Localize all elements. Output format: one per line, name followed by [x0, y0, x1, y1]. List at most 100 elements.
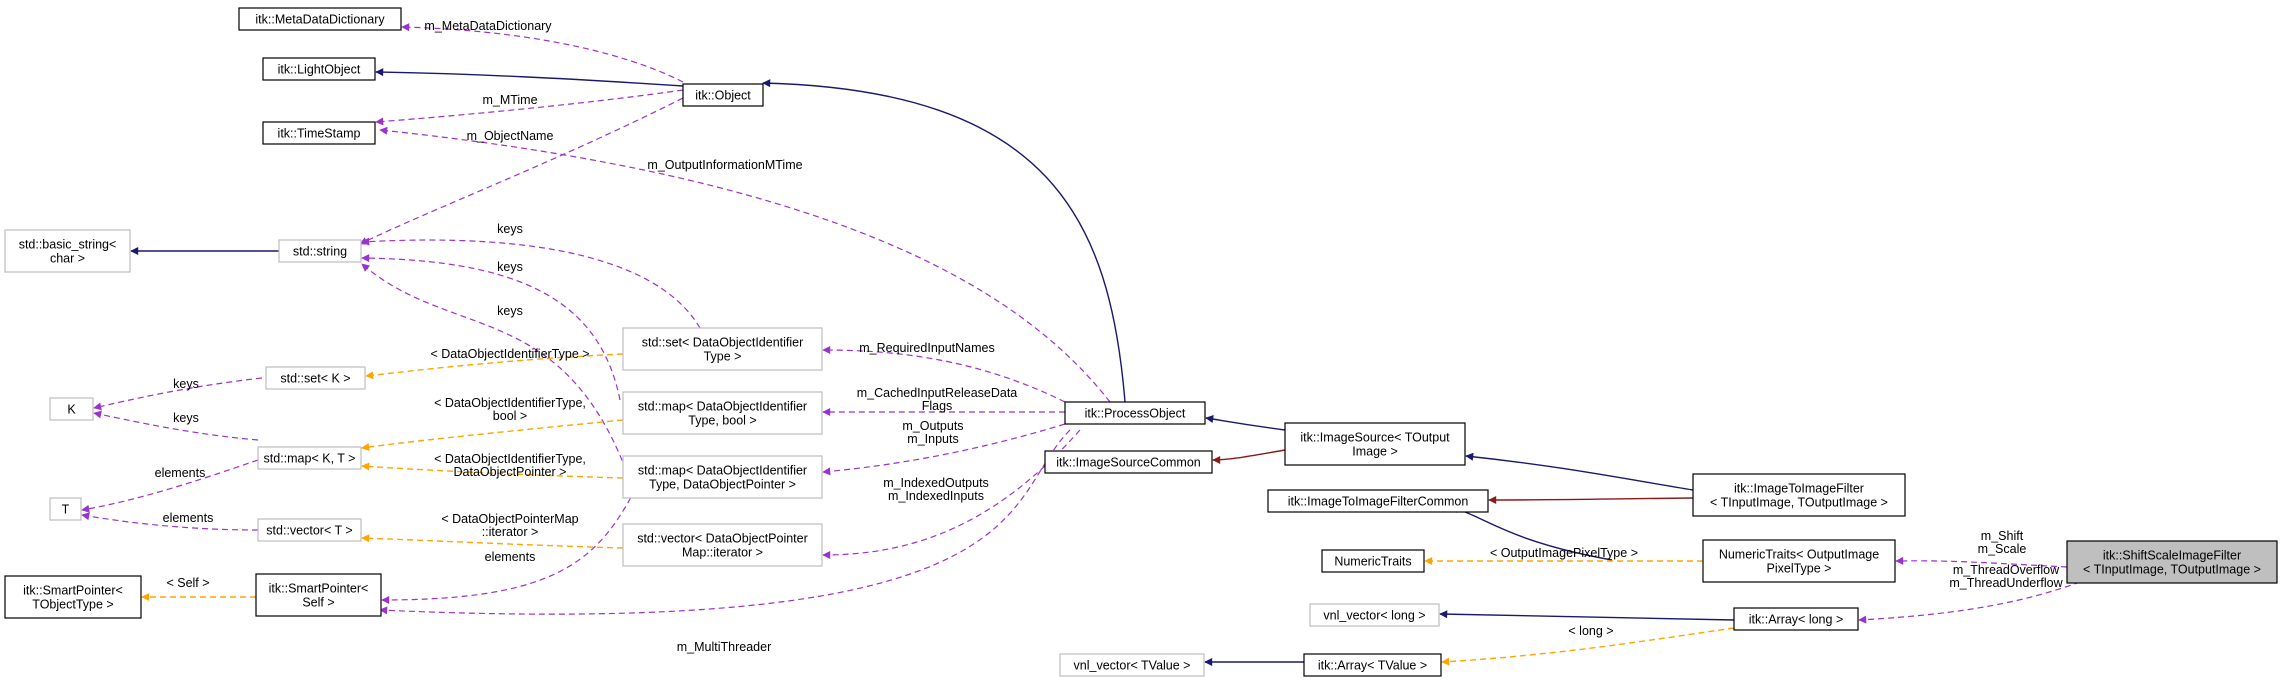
- node-imagesourcecommon[interactable]: itk::ImageSourceCommon: [1044, 450, 1213, 474]
- node-label: itk::ImageToImageFilter: [1734, 482, 1864, 496]
- node-box: [278, 239, 362, 263]
- node-label: itk::ShiftScaleImageFilter: [2103, 549, 2241, 563]
- node-imagetoimagefiltercommon[interactable]: itk::ImageToImageFilterCommon: [1267, 489, 1489, 513]
- edge-label-m-requiredinputnames: m_RequiredInputNames: [859, 341, 995, 355]
- node-box: [257, 518, 362, 542]
- node-box: [1702, 539, 1896, 583]
- edges: [81, 23, 2081, 666]
- node-box: [1064, 401, 1206, 425]
- node-numerictraits[interactable]: NumericTraits: [1321, 549, 1425, 573]
- node-label: itk::ProcessObject: [1085, 407, 1186, 421]
- node-box: [262, 121, 376, 145]
- node-label: Type, bool >: [688, 414, 756, 428]
- node-label: itk::MetaDataDictionary: [255, 13, 385, 27]
- node-label: std::map< DataObjectIdentifier: [638, 464, 807, 478]
- node-label: itk::SmartPointer<: [269, 582, 369, 596]
- node-t[interactable]: T: [49, 497, 82, 521]
- edge-object-to-lightobject: [375, 68, 684, 87]
- node-map-doid-ptr[interactable]: std::map< DataObjectIdentifierType, Data…: [622, 455, 823, 499]
- edge-label-keys-e: keys: [173, 411, 199, 425]
- node-smartpointer-self[interactable]: itk::SmartPointer<Self >: [255, 573, 382, 617]
- edge-label-tmpl-self: < Self >: [166, 576, 209, 590]
- node-shiftscale[interactable]: itk::ShiftScaleImageFilter< TInputImage,…: [2066, 540, 2278, 584]
- edge-map-bool-template-map-kt: [361, 419, 624, 451]
- edge-label-m-multithreader: m_MultiThreader: [677, 640, 771, 654]
- node-label: itk::ImageSourceCommon: [1056, 456, 1201, 470]
- node-box: [49, 497, 82, 521]
- node-k[interactable]: K: [49, 397, 94, 421]
- edge-label-elements-c: elements: [485, 550, 536, 564]
- edge-label-elements-b: elements: [163, 511, 214, 525]
- node-vnl-tvalue[interactable]: vnl_vector< TValue >: [1059, 653, 1205, 677]
- node-metadatadictionary[interactable]: itk::MetaDataDictionary: [238, 7, 402, 31]
- node-box: [1059, 653, 1205, 677]
- edge-label-m-outputs-inputs: m_Outputs: [902, 419, 963, 433]
- edge-label-m-mtime: m_MTime: [482, 93, 537, 107]
- edge-label-m-shift-scale: m_Shift: [1981, 529, 2024, 543]
- node-label: itk::Object: [695, 89, 751, 103]
- node-vector-ptr[interactable]: std::vector< DataObjectPointerMap::itera…: [622, 523, 823, 567]
- node-imagesource[interactable]: itk::ImageSource< TOutputImage >: [1284, 422, 1466, 466]
- edge-label-keys-b: keys: [497, 260, 523, 274]
- node-set-k[interactable]: std::set< K >: [265, 366, 366, 390]
- edge-label-m-metadatadictionary: m_MetaDataDictionary: [424, 19, 552, 33]
- node-smartpointer-tobj[interactable]: itk::SmartPointer<TObjectType >: [4, 575, 142, 619]
- node-array-tvalue[interactable]: itk::Array< TValue >: [1303, 653, 1442, 677]
- node-label: std::map< K, T >: [264, 452, 356, 466]
- node-box: [238, 7, 402, 31]
- edge-labels: m_MetaDataDictionary m_MTime m_ObjectNamem…: [155, 19, 2064, 654]
- node-basic-string[interactable]: std::basic_string<char >: [4, 229, 131, 273]
- node-label: vnl_vector< TValue >: [1074, 659, 1191, 673]
- edge-map-kt-uses-k: [93, 410, 259, 441]
- node-label: std::vector< T >: [266, 524, 352, 538]
- node-lightobject[interactable]: itk::LightObject: [262, 57, 376, 81]
- node-vnl-long[interactable]: vnl_vector< long >: [1309, 603, 1440, 627]
- edge-label-m-outputs-inputs: m_Inputs: [907, 432, 958, 446]
- node-label: itk::Array< long >: [1749, 613, 1844, 627]
- node-box: [2066, 540, 2278, 584]
- node-vector-t[interactable]: std::vector< T >: [257, 518, 362, 542]
- edge-label-m-cachedinputreleasedataflags: m_CachedInputReleaseData: [857, 386, 1018, 400]
- node-string[interactable]: std::string: [278, 239, 362, 263]
- node-map-kt[interactable]: std::map< K, T >: [257, 446, 362, 470]
- edge-map-ptr-uses-smartpointer: [381, 479, 641, 604]
- node-numerictraits-out[interactable]: NumericTraits< OutputImagePixelType >: [1702, 539, 1896, 583]
- node-label: Self >: [302, 596, 334, 610]
- edge-object-uses-metadatadictionary: [401, 23, 684, 83]
- edge-vector-ptr-template-vector-t: [361, 534, 624, 549]
- node-label: std::string: [293, 245, 347, 259]
- edge-label-keys-d: keys: [173, 377, 199, 391]
- edge-object-uses-string-objectname: [359, 97, 684, 245]
- node-object[interactable]: itk::Object: [682, 83, 764, 107]
- node-imagetoimagefilter[interactable]: itk::ImageToImageFilter< TInputImage, TO…: [1692, 473, 1906, 517]
- node-timestamp[interactable]: itk::TimeStamp: [262, 121, 376, 145]
- node-label: Type >: [704, 350, 742, 364]
- edge-vector-t-uses-t: [81, 512, 259, 531]
- node-processobject[interactable]: itk::ProcessObject: [1064, 401, 1206, 425]
- node-box: [1309, 603, 1440, 627]
- edge-label-m-outputinformationmtime: m_OutputInformationMTime: [647, 158, 802, 172]
- edge-set-k-uses-k: [93, 377, 263, 411]
- node-box: [622, 523, 823, 567]
- node-label: vnl_vector< long >: [1323, 609, 1425, 623]
- edge-label-tmpl-doid-bool: bool >: [493, 409, 527, 423]
- edge-label-tmpl-doid-ptr: < DataObjectIdentifierType,: [434, 452, 586, 466]
- node-array-long[interactable]: itk::Array< long >: [1733, 607, 1859, 631]
- node-map-doid-bool[interactable]: std::map< DataObjectIdentifierType, bool…: [622, 391, 823, 435]
- node-box: [49, 397, 94, 421]
- edge-label-m-objectname: m_ObjectName: [467, 129, 554, 143]
- node-label: itk::SmartPointer<: [23, 584, 123, 598]
- node-label: Image >: [1352, 445, 1398, 459]
- edge-label-elements-a: elements: [155, 466, 206, 480]
- node-label: T: [62, 503, 70, 517]
- edge-object-uses-timestamp-mtime: [375, 89, 684, 126]
- node-label: std::map< DataObjectIdentifier: [638, 400, 807, 414]
- node-box: [622, 455, 823, 499]
- node-box: [255, 573, 382, 617]
- node-box: [1267, 489, 1489, 513]
- edge-set-doid-uses-string: [361, 237, 701, 329]
- edge-label-tmpl-doid-bool: < DataObjectIdentifierType,: [434, 396, 586, 410]
- node-set-doid[interactable]: std::set< DataObjectIdentifierType >: [622, 327, 823, 371]
- edge-label-keys-c: keys: [497, 304, 523, 318]
